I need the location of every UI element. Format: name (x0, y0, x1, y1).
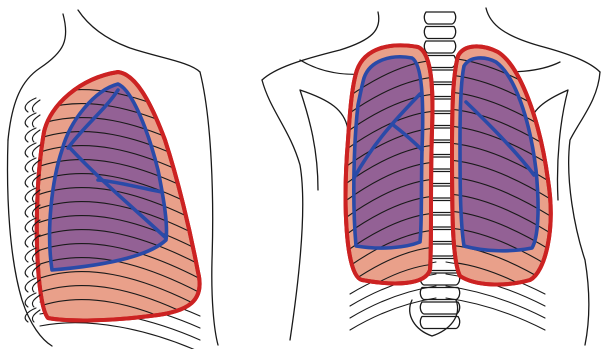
anterior-lower-rib-right (446, 286, 545, 318)
anterior-lower-rib-right (446, 298, 545, 330)
anterior-view (262, 8, 600, 345)
anterior-left-lung (354, 57, 423, 248)
left-torso-outline (262, 80, 303, 340)
vertebra (424, 41, 455, 53)
lateral-rib-end (32, 310, 40, 322)
arm-outline (200, 72, 218, 345)
vertebra (420, 302, 459, 314)
shoulder-outline (78, 10, 200, 72)
lateral-rib-end (32, 100, 40, 112)
vertebra (424, 12, 455, 24)
sacrum-outline (410, 300, 458, 336)
lateral-lower-rib (40, 323, 200, 349)
right-torso-outline (569, 72, 600, 345)
vertebra (420, 288, 459, 300)
lateral-rib-end (32, 115, 40, 127)
lateral-view (8, 10, 218, 349)
lateral-rib-end (32, 295, 40, 307)
lateral-rib-end (32, 130, 40, 142)
anterior-right-lung (460, 58, 538, 251)
vertebra (420, 317, 459, 329)
vertebra (424, 27, 455, 39)
left-scapula (300, 90, 348, 190)
